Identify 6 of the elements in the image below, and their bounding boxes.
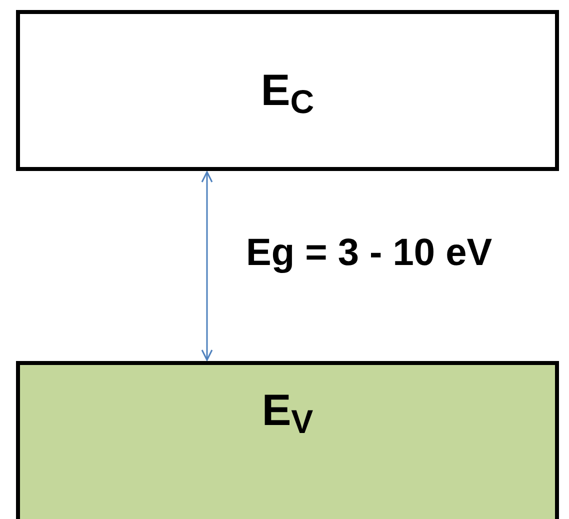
band-box <box>16 361 559 519</box>
band-box <box>16 10 559 171</box>
band-label: E$_{C}$ <box>260 68 314 112</box>
band-label: E$_{V}$ <box>262 388 314 432</box>
double-arrow <box>201 171 213 361</box>
edge-label: Eg = 3 - 10 eV <box>246 234 492 272</box>
